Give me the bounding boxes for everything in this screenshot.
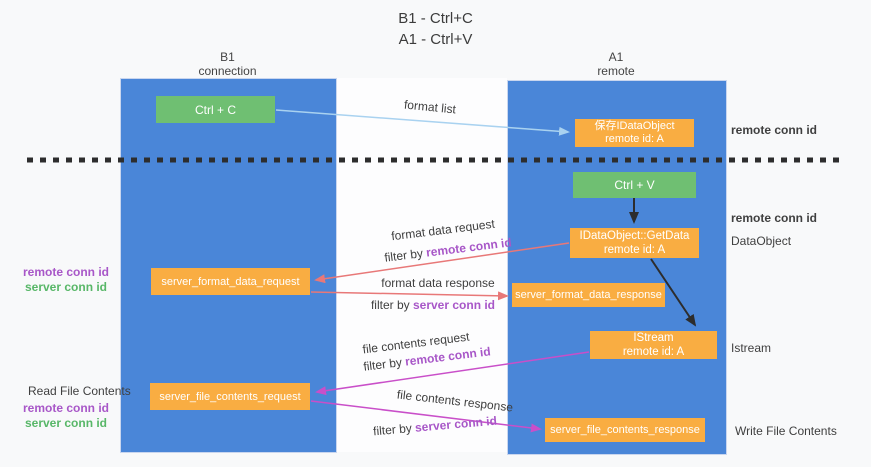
ctrl-c-label: Ctrl + C [194,102,236,117]
right-column-subtitle: remote [597,64,635,78]
getdata-line1: IDataObject::GetData [579,230,690,242]
server-file-contents-response-box: server_file_contents_response [545,418,705,442]
left-server-conn-id-1: server conn id [24,280,108,294]
format-data-response-label: format data response [381,276,495,290]
server-format-data-request-box: server_format_data_request [151,268,310,295]
left-column-subtitle: connection [198,64,257,78]
istream-box: IStream remote id: A [590,331,717,359]
title-line-2: A1 - Ctrl+V [398,31,473,48]
left-conn-id-pair-2: remote conn id server conn id [20,401,112,431]
left-remote-conn-id-1: remote conn id [22,265,109,279]
server-file-contents-response-label: server_file_contents_response [550,424,700,436]
save-idataobject-line1: 保存IDataObject [594,120,675,132]
left-column-header: B1 connection [120,50,335,78]
server-file-contents-request-box: server_file_contents_request [150,383,310,410]
server-file-contents-request-label: server_file_contents_request [159,390,301,403]
left-column-name: B1 [220,50,235,64]
server-format-data-request-label: server_format_data_request [161,275,300,288]
istream-line2: remote id: A [622,346,685,358]
diagram-title: B1 - Ctrl+C A1 - Ctrl+V [0,8,871,50]
server-conn-id-text: server conn id [412,298,496,312]
server-format-data-response-box: server_format_data_response [512,283,665,307]
save-idataobject-box: 保存IDataObject remote id: A [575,119,694,147]
istream-line1: IStream [633,332,674,344]
left-server-conn-id-2: server conn id [24,416,108,430]
save-idataobject-line2: remote id: A [605,133,664,145]
right-remote-conn-id-label-2: remote conn id [731,211,818,225]
idataobject-getdata-box: IDataObject::GetData remote id: A [570,228,699,258]
write-file-contents-label: Write File Contents [735,424,837,438]
filter-by-server-conn-id-label-1: filter by server conn id [368,298,498,312]
istream-side-label: Istream [731,341,772,355]
ctrl-v-label: Ctrl + V [614,178,655,192]
ctrl-c-box: Ctrl + C [156,96,275,123]
right-remote-conn-id-label-1: remote conn id [731,123,818,137]
right-column-name: A1 [608,50,624,64]
left-remote-conn-id-2: remote conn id [22,401,109,415]
dataobject-label: DataObject [731,234,792,248]
getdata-line2: remote id: A [603,244,666,256]
filter-by-text: filter by [370,298,413,312]
right-column-header: A1 remote [507,50,725,78]
server-format-data-response-label: server_format_data_response [515,289,662,301]
left-conn-id-pair-1: remote conn id server conn id [20,265,112,295]
title-line-1: B1 - Ctrl+C [398,10,473,27]
read-file-contents-label: Read File Contents [28,384,131,398]
ctrl-v-box: Ctrl + V [573,172,696,198]
